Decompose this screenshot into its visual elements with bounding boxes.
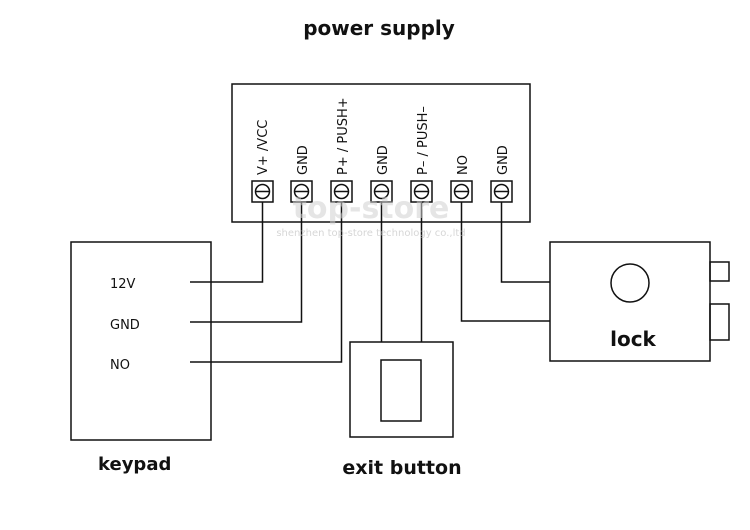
watermark-company: shenzhen top-store technology co.,ltd bbox=[276, 228, 465, 239]
terminal-label-gnd-1: GND bbox=[296, 145, 311, 175]
keypad-pin-12v: 12V bbox=[110, 277, 136, 292]
terminal-screw-icon bbox=[251, 180, 274, 203]
exit-button-box bbox=[349, 341, 454, 438]
terminal-label-no: NO bbox=[456, 155, 471, 175]
power-supply-title: power supply bbox=[303, 16, 455, 40]
keypad-pin-gnd: GND bbox=[110, 318, 140, 333]
lock-title: lock bbox=[610, 327, 656, 351]
keypad-box bbox=[70, 241, 212, 441]
terminal-labels: V+ /VCC GND P+ / PUSH+ GND P– / PUSH– NO… bbox=[256, 97, 511, 175]
terminal-label-gnd-2: GND bbox=[376, 145, 391, 175]
exit-button-switch bbox=[380, 359, 422, 422]
wire-vcc-to-12v bbox=[190, 202, 264, 283]
terminal-screw-icon bbox=[450, 180, 473, 203]
lock-box bbox=[549, 241, 711, 362]
lock-bolt-small bbox=[709, 261, 730, 282]
terminal-label-push-minus: P– / PUSH– bbox=[416, 106, 431, 175]
watermark-brand: top-store bbox=[293, 191, 450, 226]
wire-gnd-to-keypad-gnd bbox=[190, 202, 303, 323]
keypad-pin-no: NO bbox=[110, 358, 130, 373]
terminal-screw-icon bbox=[490, 180, 513, 203]
terminal-label-push-plus: P+ / PUSH+ bbox=[336, 97, 351, 175]
terminal-label-vcc: V+ /VCC bbox=[256, 120, 271, 175]
terminal-label-gnd-3: GND bbox=[496, 145, 511, 175]
lock-bolt-large bbox=[709, 303, 730, 341]
lock-cylinder-icon bbox=[610, 263, 650, 303]
wires bbox=[190, 202, 550, 363]
wire-no-to-lock bbox=[460, 202, 550, 322]
keypad-title: keypad bbox=[98, 454, 171, 475]
wire-gnd-to-lock bbox=[500, 202, 550, 283]
exit-button-title: exit button bbox=[342, 457, 461, 479]
wire-push-plus-to-keypad-no bbox=[190, 202, 343, 363]
